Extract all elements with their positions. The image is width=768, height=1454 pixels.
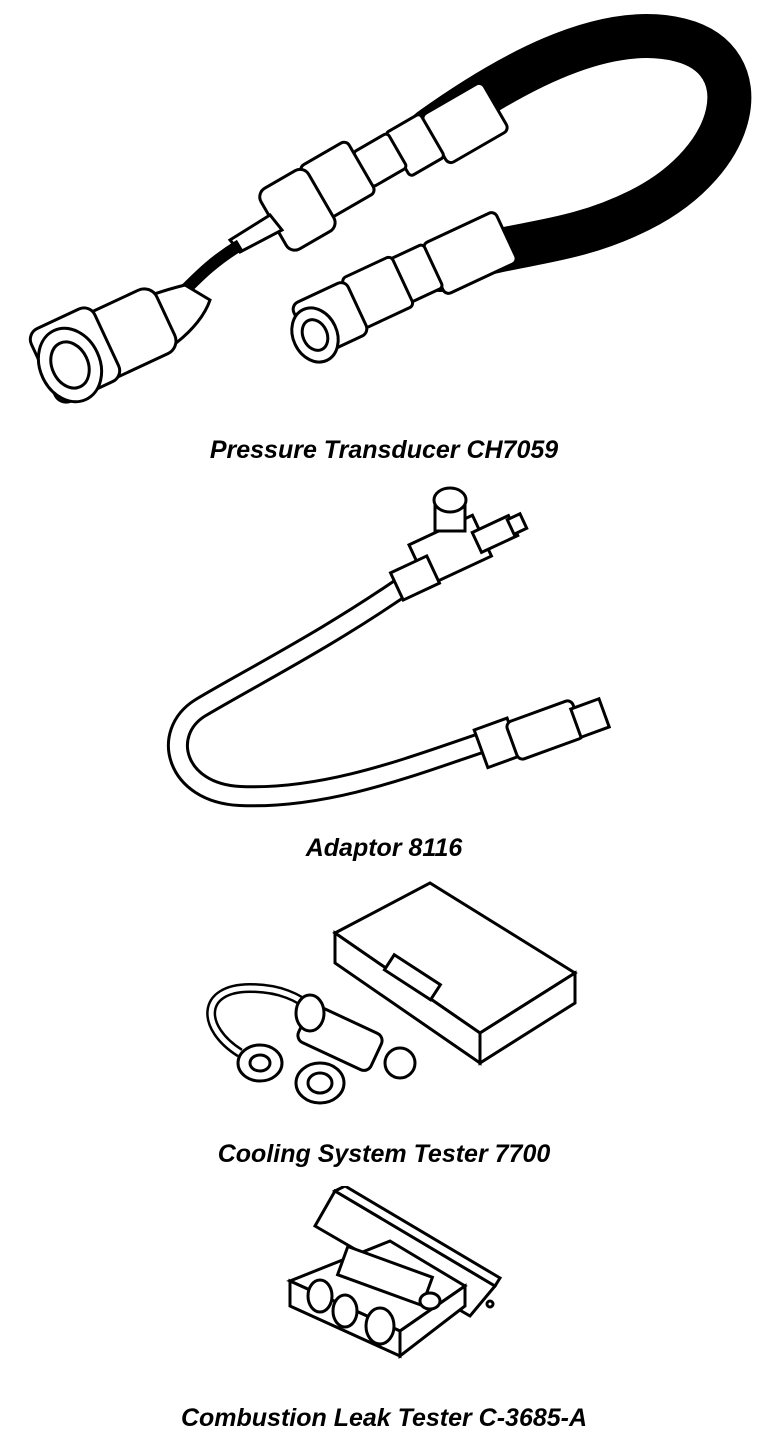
cooling-system-tester-figure: Cooling System Tester 7700 <box>0 878 768 1178</box>
adaptor-illustration <box>0 478 768 828</box>
pressure-transducer-illustration <box>0 0 768 430</box>
combustion-leak-tester-figure: Combustion Leak Tester C-3685-A <box>0 1186 768 1454</box>
combustion-leak-tester-illustration <box>0 1186 768 1412</box>
adaptor-figure: Adaptor 8116 <box>0 478 768 868</box>
cooling-system-tester-illustration <box>0 878 768 1138</box>
pressure-transducer-figure: Pressure Transducer CH7059 <box>0 0 768 470</box>
pressure-transducer-caption: Pressure Transducer CH7059 <box>209 436 559 464</box>
adaptor-caption: Adaptor 8116 <box>305 834 463 862</box>
cooling-system-tester-caption: Cooling System Tester 7700 <box>217 1140 551 1168</box>
combustion-leak-tester-caption: Combustion Leak Tester C-3685-A <box>180 1404 588 1432</box>
